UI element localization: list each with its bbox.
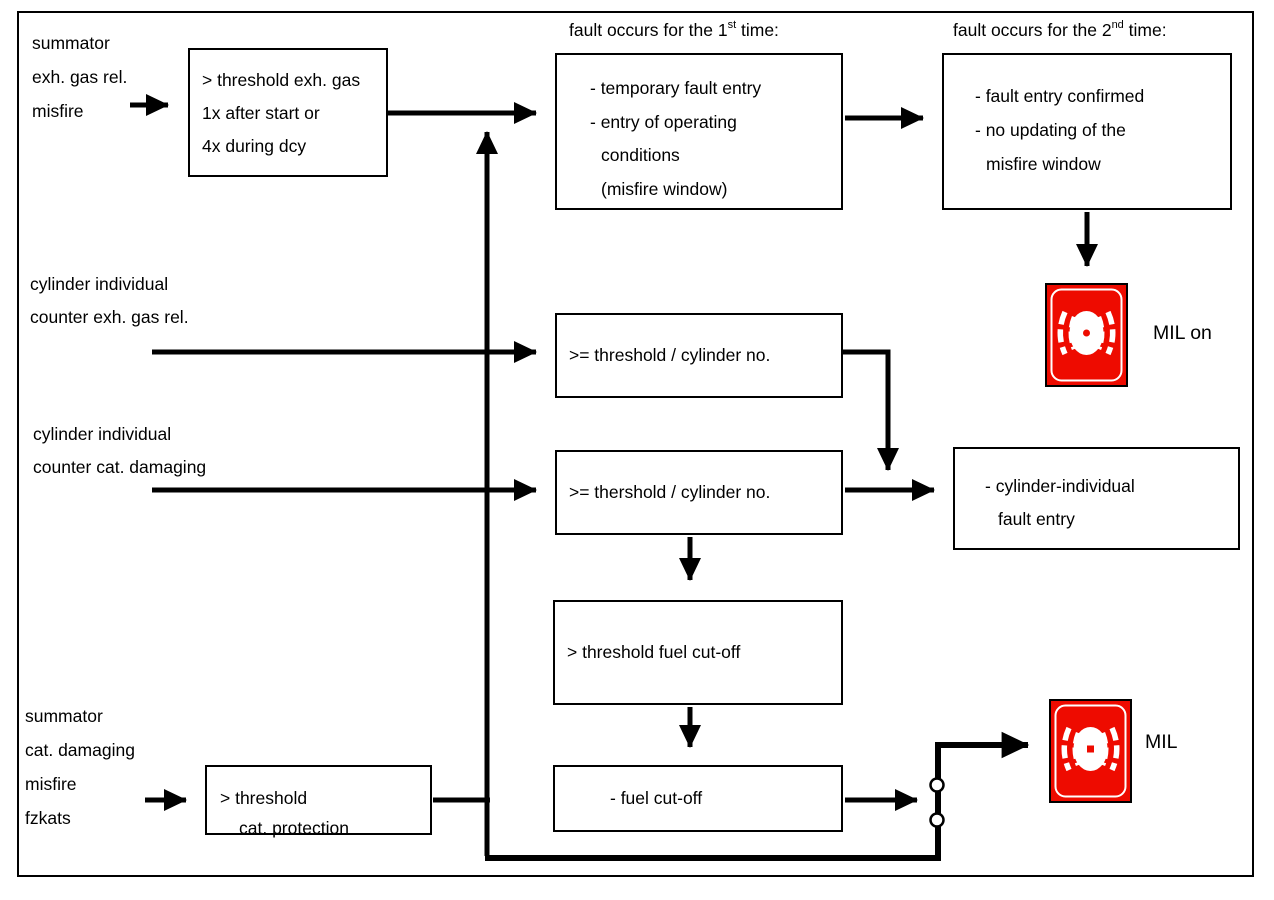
label-cylinder-counter-cat: cylinder individual counter cat. damagin… bbox=[33, 418, 206, 484]
box-threshold-cat-protection: > threshold cat. protection bbox=[205, 765, 432, 838]
mil-on-icon bbox=[1045, 283, 1128, 392]
box-line: - fault entry confirmed bbox=[975, 86, 1145, 106]
mil-label: MIL bbox=[1145, 731, 1178, 753]
label-line: cylinder individual bbox=[30, 274, 169, 294]
box-line: misfire window bbox=[986, 154, 1101, 174]
box-threshold-cylinder-exh: >= threshold / cylinder no. bbox=[555, 313, 843, 398]
box-line: >= thershold / cylinder no. bbox=[569, 482, 771, 502]
label-line: fzkats bbox=[25, 808, 71, 828]
label-line: summator bbox=[32, 33, 110, 53]
label-summator-exh-gas: summator exh. gas rel. misfire bbox=[32, 26, 127, 128]
label-line: exh. gas rel. bbox=[32, 67, 128, 87]
box-line: - cylinder-individual bbox=[985, 476, 1135, 496]
label-cylinder-counter-exh: cylinder individual counter exh. gas rel… bbox=[30, 268, 189, 334]
box-threshold-exh-gas: > threshold exh. gas 1x after start or 4… bbox=[188, 48, 388, 177]
header-text: fault occurs for the 2 bbox=[953, 20, 1112, 40]
box-line: - no updating of the bbox=[975, 120, 1126, 140]
box-line: > threshold bbox=[220, 788, 308, 808]
header-text: time: bbox=[736, 20, 779, 40]
box-line: >= threshold / cylinder no. bbox=[569, 345, 771, 365]
box-fuel-cutoff: - fuel cut-off bbox=[553, 765, 843, 832]
box-line: - entry of operating bbox=[590, 111, 737, 132]
box-second-time-actions: - fault entry confirmed - no updating of… bbox=[942, 53, 1232, 210]
mil-on-label: MIL on bbox=[1153, 322, 1212, 344]
diagram-border bbox=[17, 11, 1254, 877]
box-line: 4x during dcy bbox=[202, 136, 307, 156]
header-text: time: bbox=[1123, 20, 1167, 40]
label-line: cylinder individual bbox=[33, 424, 172, 444]
box-first-time-actions: - temporary fault entry - entry of opera… bbox=[555, 53, 843, 210]
junction-loop-top bbox=[929, 777, 945, 793]
box-line: - temporary fault entry bbox=[590, 78, 762, 98]
box-line: conditions bbox=[601, 145, 680, 165]
label-line: summator bbox=[25, 706, 103, 726]
label-line: misfire bbox=[25, 774, 77, 794]
label-line: misfire bbox=[32, 101, 84, 121]
box-line: - fuel cut-off bbox=[610, 788, 703, 808]
line-bottom-to-mil bbox=[485, 731, 1030, 861]
header-superscript: st bbox=[727, 19, 737, 32]
header-superscript: nd bbox=[1111, 19, 1124, 32]
label-summator-cat-damaging: summator cat. damaging misfire fzkats bbox=[25, 699, 135, 835]
junction-loop-bottom bbox=[929, 812, 945, 828]
label-line: counter cat. damaging bbox=[33, 457, 207, 477]
line-cylexh-down-join bbox=[843, 349, 899, 471]
mil-icon bbox=[1049, 699, 1132, 808]
box-line: > threshold fuel cut-off bbox=[567, 642, 741, 662]
box-line: (misfire window) bbox=[601, 178, 728, 199]
label-line: counter exh. gas rel. bbox=[30, 307, 189, 327]
header-text: fault occurs for the 1 bbox=[569, 20, 728, 40]
box-line: 1x after start or bbox=[202, 103, 320, 123]
box-cylinder-fault-entry: - cylinder-individual fault entry bbox=[953, 447, 1240, 550]
box-threshold-cylinder-cat: >= thershold / cylinder no. bbox=[555, 450, 843, 535]
header-fault-second-time: fault occurs for the 2nd time: bbox=[953, 19, 1167, 41]
box-threshold-fuel-cutoff: > threshold fuel cut-off bbox=[553, 600, 843, 705]
header-fault-first-time: fault occurs for the 1st time: bbox=[569, 19, 779, 41]
box-line: fault entry bbox=[998, 509, 1075, 529]
box-line: > threshold exh. gas bbox=[202, 70, 361, 90]
label-line: cat. damaging bbox=[25, 740, 135, 760]
box-line: cat. protection bbox=[239, 818, 349, 838]
